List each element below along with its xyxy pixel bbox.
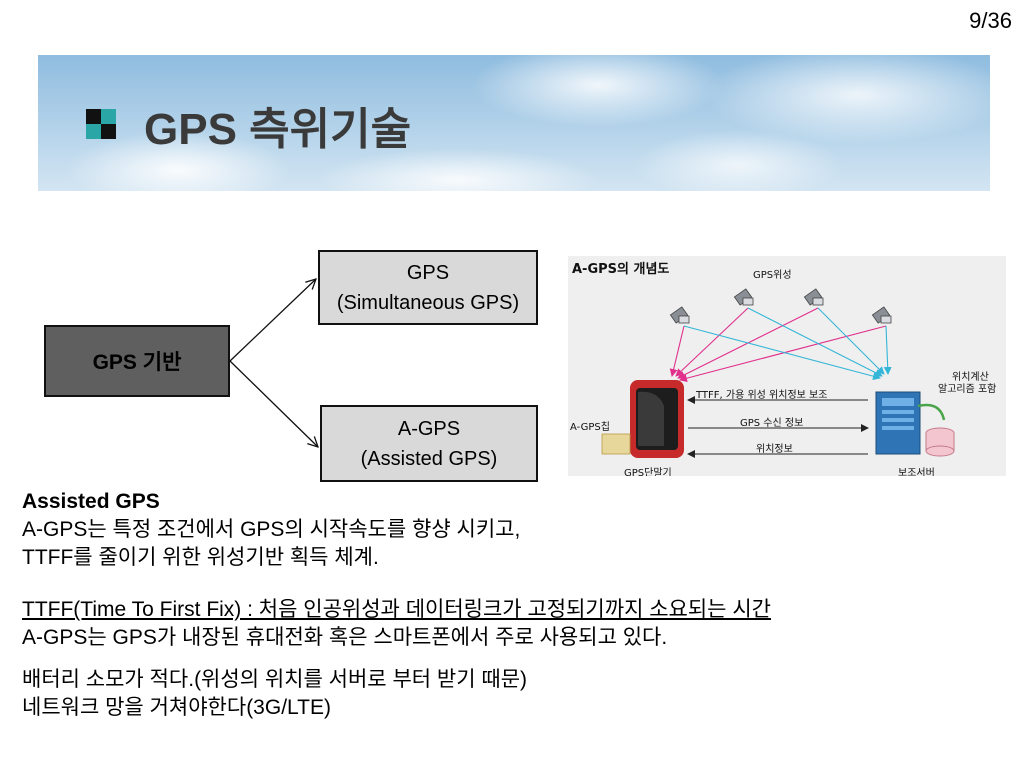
title-banner: GPS 측위기술 <box>38 55 990 191</box>
body-line-3: A-GPS는 GPS가 내장된 휴대전화 혹은 스마트폰에서 주로 사용되고 있… <box>22 626 668 649</box>
sgps-title: GPS <box>406 261 450 284</box>
phone-icon <box>630 380 684 458</box>
position-info-label: 위치정보 <box>756 444 793 455</box>
arrow-to-agps <box>229 360 318 447</box>
satellite-icon <box>669 288 892 324</box>
gps-receive-label: GPS 수신 정보 <box>740 418 804 429</box>
database-icon <box>925 427 955 457</box>
gps-base-label: GPS 기반 <box>92 351 182 374</box>
body-line-4: 배터리 소모가 적다.(위성의 위치를 서버로 부터 받기 때문) <box>22 668 528 691</box>
body-text: Assisted GPS A-GPS는 특정 조건에서 GPS의 시작속도를 향… <box>22 488 771 722</box>
page-title: GPS 측위기술 <box>144 105 412 154</box>
title-bullet-icon <box>86 109 116 139</box>
body-line-2: TTFF를 줄이기 위한 위성기반 획득 체계. <box>22 546 379 569</box>
page-number: 9/36 <box>969 8 1012 33</box>
ttff-assist-label: TTFF, 가용 위성 위치정보 보조 <box>696 390 828 401</box>
agps-title: A-GPS <box>397 417 461 440</box>
agps-subtitle: (Assisted GPS) <box>360 447 498 470</box>
sgps-subtitle: (Simultaneous GPS) <box>336 291 520 314</box>
body-line-5: 네트워크 망을 거쳐야한다(3G/LTE) <box>22 696 331 719</box>
assist-server-label: 보조서버 <box>898 468 935 476</box>
arrow-to-sgps <box>229 279 316 362</box>
gps-satellite-label: GPS위성 <box>753 270 792 281</box>
server-icon <box>875 391 921 455</box>
calc-label-2: 알고리즘 포함 <box>938 384 997 395</box>
section-heading: Assisted GPS <box>22 490 160 513</box>
calc-label-1: 위치계산 <box>952 372 989 383</box>
agps-figure-title: A-GPS의 개념도 <box>572 262 670 277</box>
agps-concept-figure: A-GPS의 개념도 GPS위성 TTFF, 가용 위성 위치정보 보조 GPS… <box>568 256 1006 476</box>
body-line-1: A-GPS는 특정 조건에서 GPS의 시작속도를 향샹 시키고, <box>22 518 521 541</box>
agps-chip-icon <box>601 433 631 455</box>
sgps-box: GPS (Simultaneous GPS) <box>318 250 538 325</box>
agps-chip-label: A-GPS칩 <box>570 422 610 433</box>
gps-base-box: GPS 기반 <box>44 325 230 397</box>
agps-box: A-GPS (Assisted GPS) <box>320 405 538 482</box>
gps-terminal-label: GPS단말기 <box>624 468 672 476</box>
ttff-definition: TTFF(Time To First Fix) : 처음 인공위성과 데이터링크… <box>22 598 771 621</box>
